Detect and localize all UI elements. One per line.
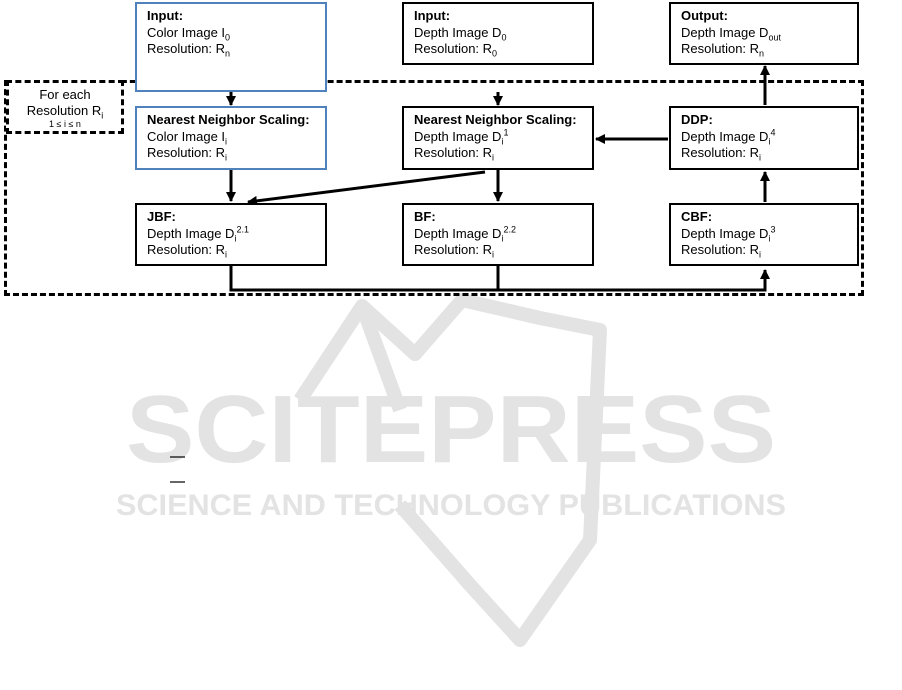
watermark-title: SCITEPRESS — [126, 376, 776, 483]
node-resolution-line: Resolution: R0 — [414, 41, 498, 59]
node-cbf: CBF: Depth Image Di3 Resolution: Ri — [669, 203, 859, 266]
node-image-line: Depth Image Di4 — [681, 127, 776, 147]
node-title: Nearest Neighbor Scaling: — [147, 112, 310, 127]
node-resolution-line: Resolution: Ri — [681, 242, 762, 260]
node-resolution-line: Resolution: Ri — [147, 145, 228, 163]
node-input-depth: Input: Depth Image D0 Resolution: R0 — [402, 2, 594, 65]
node-bf: BF: Depth Image Di2.2 Resolution: Ri — [402, 203, 594, 266]
node-resolution-line: Resolution: Rn — [681, 41, 765, 59]
node-input-color: Input: Color Image I0 Resolution: Rn — [135, 2, 327, 92]
node-title: CBF: — [681, 209, 713, 224]
node-resolution-line: Resolution: Ri — [414, 145, 495, 163]
node-resolution-line: Resolution: Rn — [147, 41, 231, 59]
per-resolution-loop-region — [4, 80, 864, 296]
node-ddp: DDP: Depth Image Di4 Resolution: Ri — [669, 106, 859, 170]
loop-label-line1: For each — [39, 87, 91, 102]
node-resolution-line: Resolution: Ri — [681, 145, 762, 163]
node-image-line: Depth Image Di2.1 — [147, 224, 249, 244]
node-title: Input: — [147, 8, 184, 23]
node-title: JBF: — [147, 209, 176, 224]
node-title: Nearest Neighbor Scaling: — [414, 112, 577, 127]
node-image-line: Depth Image Di1 — [414, 127, 509, 147]
node-resolution-line: Resolution: Ri — [147, 242, 228, 260]
loop-condition: 1 ≤ i ≤ n — [49, 119, 81, 129]
watermark-book-outline — [294, 293, 607, 647]
node-image-line: Color Image I0 — [147, 24, 231, 43]
node-image-line: Color Image Ii — [147, 128, 228, 147]
node-image-line: Depth Image Dout — [681, 24, 781, 43]
loop-label: For each Resolution Ri 1 ≤ i ≤ n — [6, 80, 124, 134]
node-title: Input: — [414, 8, 451, 23]
node-image-line: Depth Image Di3 — [681, 224, 776, 244]
node-image-line: Depth Image Di2.2 — [414, 224, 516, 244]
node-nn-scaling-color: Nearest Neighbor Scaling: Color Image Ii… — [135, 106, 327, 170]
loop-label-line2: Resolution Ri — [26, 103, 104, 121]
watermark-subtitle: SCIENCE AND TECHNOLOGY PUBLICATIONS — [116, 489, 786, 522]
node-title: Output: — [681, 8, 728, 23]
node-nn-scaling-depth: Nearest Neighbor Scaling: Depth Image Di… — [402, 106, 594, 170]
node-output: Output: Depth Image Dout Resolution: Rn — [669, 2, 859, 65]
node-resolution-line: Resolution: Ri — [414, 242, 495, 260]
node-title: BF: — [414, 209, 436, 224]
node-jbf: JBF: Depth Image Di2.1 Resolution: Ri — [135, 203, 327, 266]
node-image-line: Depth Image D0 — [414, 24, 507, 43]
node-title: DDP: — [681, 112, 713, 127]
arrow-nn-depth-to-jbf — [247, 170, 486, 206]
